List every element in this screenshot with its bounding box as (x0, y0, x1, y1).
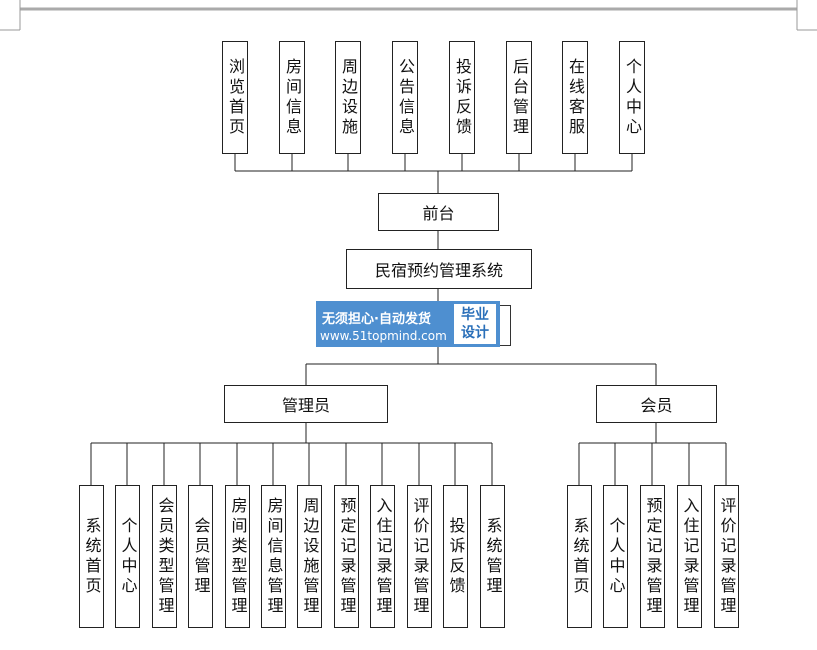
admin-item-label: 投诉反馈 (446, 516, 466, 597)
front-item: 投诉反馈 (449, 41, 475, 154)
front-item-label: 后台管理 (510, 57, 529, 138)
admin-item-label: 入住记录管理 (373, 496, 393, 617)
front-item: 在线客服 (562, 41, 588, 154)
front-node-label: 前台 (422, 204, 455, 223)
front-item: 公告信息 (392, 41, 418, 154)
member-item: 个人中心 (603, 485, 628, 628)
watermark-badge-line2: 设计 (461, 325, 489, 341)
admin-item-label: 个人中心 (118, 516, 138, 597)
admin-item-label: 会员类型管理 (155, 496, 175, 617)
front-item-label: 公告信息 (396, 57, 415, 138)
front-item-label: 在线客服 (566, 57, 585, 138)
front-item: 浏览首页 (222, 41, 248, 154)
admin-item: 投诉反馈 (443, 485, 468, 628)
member-item-label: 入住记录管理 (680, 496, 700, 617)
front-item-label: 个人中心 (623, 57, 642, 138)
member-item: 评价记录管理 (714, 485, 739, 628)
admin-item: 房间类型管理 (225, 485, 250, 628)
watermark-url: www.51topmind.com (320, 329, 447, 343)
system-node: 民宿预约管理系统 (346, 249, 532, 289)
admin-item-label: 系统首页 (82, 516, 102, 597)
member-node-label: 会员 (640, 396, 673, 415)
admin-item-label: 评价记录管理 (410, 496, 430, 617)
admin-item: 入住记录管理 (370, 485, 395, 628)
system-node-label: 民宿预约管理系统 (374, 261, 503, 280)
watermark-banner: 无须担心·自动发货 www.51topmind.com 毕业 设计 (316, 301, 500, 347)
admin-item: 系统首页 (79, 485, 104, 628)
member-item-label: 系统首页 (570, 516, 590, 597)
member-item-label: 评价记录管理 (717, 496, 737, 617)
member-item-label: 预定记录管理 (643, 496, 663, 617)
admin-item: 系统管理 (480, 485, 505, 628)
member-item: 入住记录管理 (677, 485, 702, 628)
front-node: 前台 (378, 193, 499, 231)
member-item: 预定记录管理 (640, 485, 665, 628)
admin-item: 房间信息管理 (261, 485, 286, 628)
admin-item-label: 系统管理 (483, 516, 503, 597)
admin-item-label: 会员管理 (191, 516, 211, 597)
admin-node-label: 管理员 (281, 396, 330, 415)
admin-item: 个人中心 (115, 485, 140, 628)
front-item: 个人中心 (619, 41, 645, 154)
front-item-label: 周边设施 (339, 57, 358, 138)
member-item-label: 个人中心 (606, 516, 626, 597)
watermark-badge-line1: 毕业 (461, 307, 489, 323)
member-node: 会员 (596, 385, 717, 423)
admin-item: 会员管理 (188, 485, 213, 628)
admin-item: 评价记录管理 (407, 485, 432, 628)
watermark-slogan: 无须担心·自动发货 (322, 312, 431, 327)
front-item: 周边设施 (335, 41, 361, 154)
admin-item-label: 房间信息管理 (264, 496, 284, 617)
admin-item-label: 预定记录管理 (337, 496, 357, 617)
admin-item: 周边设施管理 (297, 485, 322, 628)
front-item: 房间信息 (279, 41, 305, 154)
admin-item: 会员类型管理 (152, 485, 177, 628)
watermark-text: 无须担心·自动发货 www.51topmind.com (316, 301, 452, 347)
front-item-label: 投诉反馈 (453, 57, 472, 138)
member-item: 系统首页 (567, 485, 592, 628)
front-item-label: 浏览首页 (226, 57, 245, 138)
front-item-label: 房间信息 (283, 57, 302, 138)
front-item: 后台管理 (506, 41, 532, 154)
admin-item: 预定记录管理 (334, 485, 359, 628)
admin-node: 管理员 (224, 385, 388, 423)
admin-item-label: 房间类型管理 (228, 496, 248, 617)
admin-item-label: 周边设施管理 (300, 496, 320, 617)
watermark-badge: 毕业 设计 (454, 304, 496, 344)
